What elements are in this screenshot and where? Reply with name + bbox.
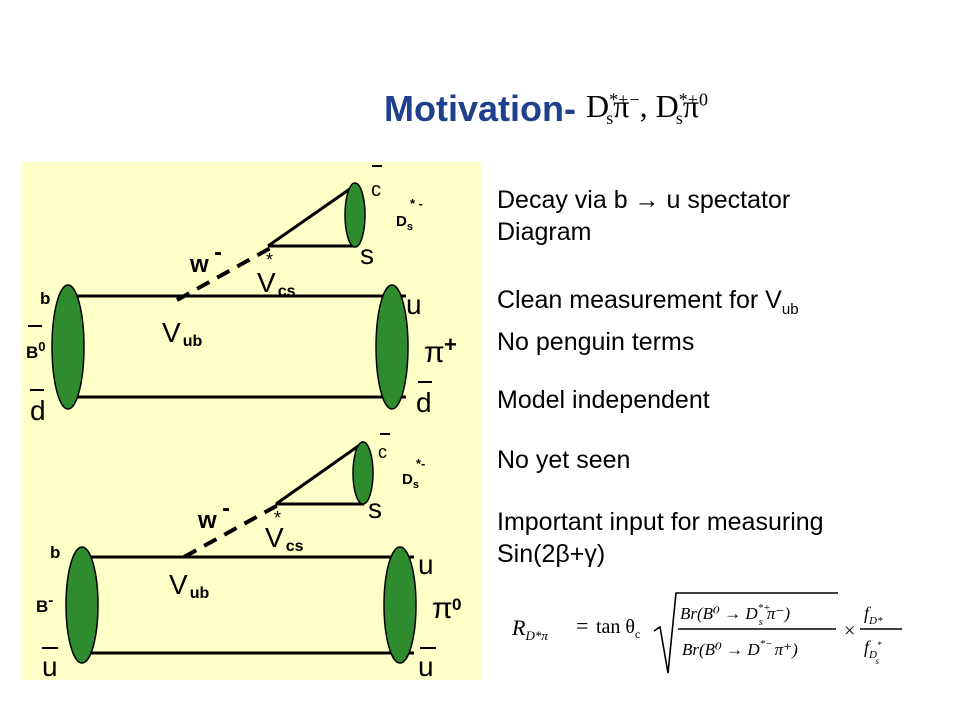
eq-lhs: RD*π [511,615,548,643]
bullet-model-independent: Model independent [497,386,710,414]
top-w-sup: - [214,239,222,266]
bottom-pi-sup: 0 [452,595,461,614]
bottom-w-label: w [197,507,217,534]
eq-sqrt [653,592,838,674]
bottom-pi-label: π [432,592,453,625]
top-ds-sup: * - [410,196,423,211]
bottom-c-label: c [378,442,387,462]
bottom-u-right-label: u [418,651,434,680]
top-w-boson-line [176,244,275,302]
top-b0-meson-blob [51,284,85,410]
bottom-b-minus-label: B- [36,592,53,616]
top-c-label: c [371,179,381,201]
eq-tan: tan θc [596,616,640,641]
top-b0-label: B0 [26,339,46,362]
bottom-b-label: b [50,543,60,562]
top-ds-blob [344,182,366,248]
bottom-c-quark-line [275,440,365,506]
eq-f-numerator: fD* [864,603,883,627]
bottom-w-sup: - [222,495,230,522]
top-w-label: w [189,251,209,278]
eq-equals: = [576,613,588,638]
top-s-label: s [360,239,374,270]
top-pi-plus-blob [375,284,409,410]
bullet-clean-measurement: Clean measurement for Vub No penguin ter… [497,286,799,356]
bottom-u-left-label: u [42,651,58,680]
top-vcs-star: * [266,250,273,270]
slide-title: Motivation- [384,88,576,129]
top-d-left-label: d [30,395,46,426]
bottom-b-minus-blob [65,546,99,664]
top-b-label: b [40,289,50,308]
top-d-right-label: d [416,387,432,418]
bottom-pi-zero-blob [383,546,417,664]
eq-times: × [844,620,855,642]
top-pi-sup: + [444,332,457,357]
bottom-s-label: s [368,493,382,524]
top-u-label: u [406,289,422,320]
top-c-quark-line [267,182,358,248]
bottom-u-label: u [418,549,434,580]
bottom-ds-label: Ds [402,471,419,491]
top-ds-label: Ds [396,213,413,233]
eq-denominator: Br(B⁰ → D*−π⁺) [682,638,798,659]
bottom-ds-sup: *- [416,456,425,471]
bottom-vcs-star: * [274,508,281,528]
bottom-ds-blob [352,441,374,505]
top-pi-label: π [424,336,445,369]
bullet-important-input: Important input for measuring Sin(2β+γ) [497,508,824,568]
bullet-not-seen: No yet seen [497,446,631,474]
title-formula: D*+sπ−, D*+sπ0 [586,88,709,129]
eq-f-denominator: fD*s [864,637,882,666]
bottom-w-boson-line [183,502,281,559]
bullet-decay: Decay via b → u spectator Diagram [497,186,791,246]
